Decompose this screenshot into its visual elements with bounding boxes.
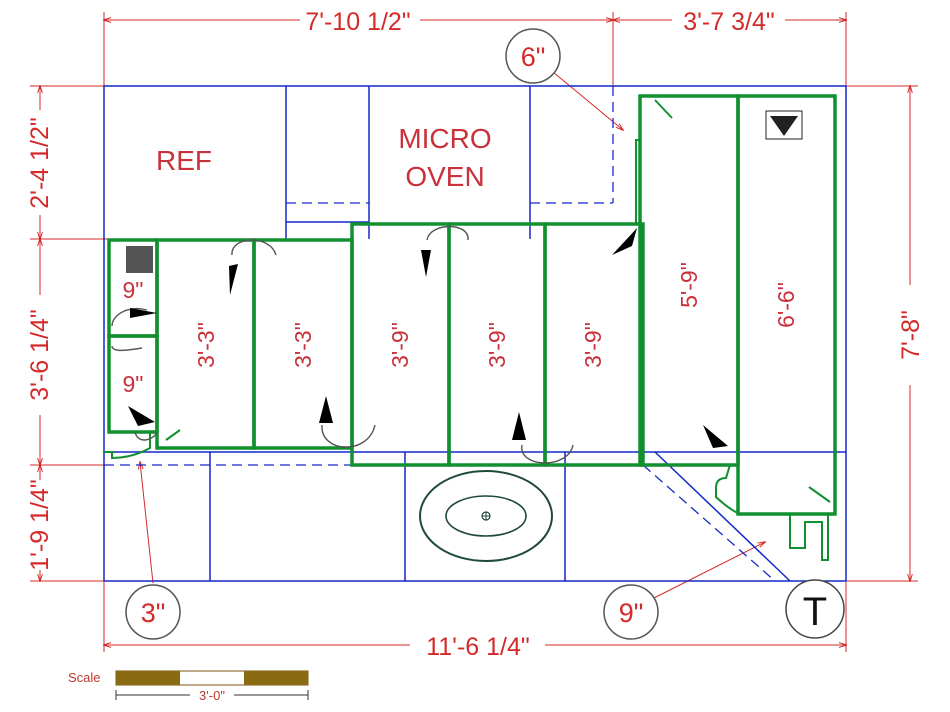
marker-box xyxy=(765,110,803,140)
label-micro: MICRO xyxy=(398,123,491,154)
dim-top-right: 3'-7 3/4" xyxy=(683,8,774,36)
sink-outer xyxy=(419,470,553,562)
scale-label: Scale xyxy=(68,670,101,685)
segment-label: 9" xyxy=(123,277,144,303)
panel-outlines xyxy=(104,94,837,561)
callout-gap-bottom-right-text: 9" xyxy=(619,598,644,628)
dim-left-bottom: 1'-9 1/4" xyxy=(26,479,54,570)
callout-gap-top: 6" xyxy=(505,28,561,84)
dim-right: 7'-8" xyxy=(897,310,925,360)
callout-gap-bottom-right: 9" xyxy=(603,584,659,640)
swing-arrows xyxy=(111,225,728,464)
callout-tag: T xyxy=(785,579,845,639)
segment-label: 3'-3" xyxy=(193,322,219,368)
callout-gap-bottom-left: 3" xyxy=(125,584,181,640)
segment-label: 9" xyxy=(123,371,144,397)
scale-value: 3'-0" xyxy=(199,688,225,703)
cabinet-outlines xyxy=(103,85,847,582)
dim-left-middle: 3'-6 1/4" xyxy=(26,309,54,400)
segment-label: 3'-9" xyxy=(484,322,510,368)
label-oven: OVEN xyxy=(405,161,484,192)
segment-label: 3'-9" xyxy=(387,322,413,368)
dim-bottom: 11'-6 1/4" xyxy=(426,633,530,661)
dimension-lines xyxy=(30,12,918,652)
segment-label: 3'-3" xyxy=(290,322,316,368)
sink-inner xyxy=(445,495,527,537)
segment-label: 3'-9" xyxy=(580,322,606,368)
segment-label: 5'-9" xyxy=(676,262,702,308)
scale-bar: Scale 3'-0" xyxy=(68,670,309,703)
segment-label: 6'-6" xyxy=(773,282,799,328)
marker-triangle xyxy=(770,116,798,136)
corner-block xyxy=(126,246,153,273)
callout-gap-bottom-left-text: 3" xyxy=(141,598,166,628)
callout-tag-text: T xyxy=(803,590,827,634)
callout-gap-top-text: 6" xyxy=(521,42,546,72)
label-refrigerator: REF xyxy=(156,145,212,176)
dim-left-top: 2'-4 1/2" xyxy=(26,117,54,208)
dim-top-left: 7'-10 1/2" xyxy=(305,8,410,36)
